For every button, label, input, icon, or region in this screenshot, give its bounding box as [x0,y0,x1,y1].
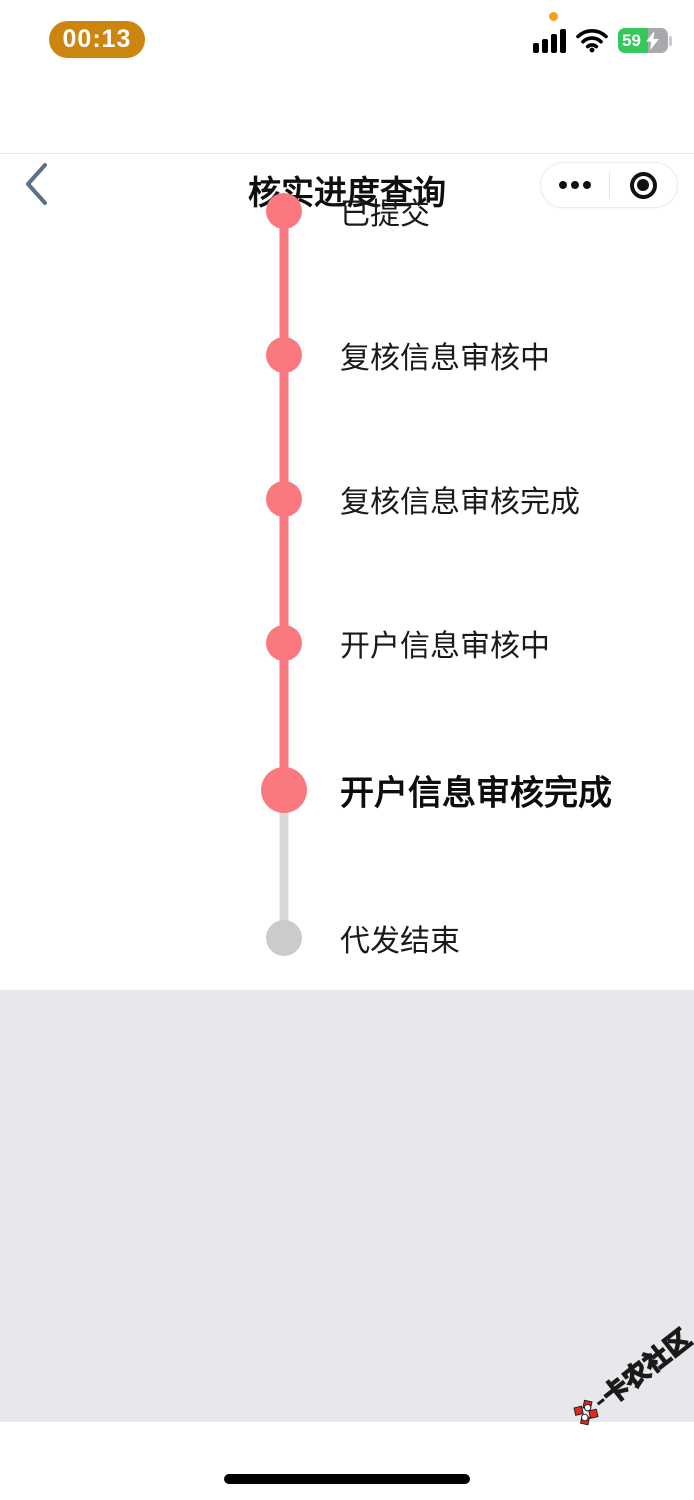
chevron-left-icon [26,163,47,205]
more-dots-icon [558,181,567,189]
recording-indicator-dot [549,12,558,21]
status-bar: 00:13 59 [0,0,694,66]
watermark-logo-icon [573,1399,599,1426]
step-dot [266,625,302,661]
target-icon [629,171,657,199]
step-label: 开户信息审核中 [340,630,550,663]
back-button[interactable] [14,158,58,210]
capsule-divider [608,172,610,198]
timeline: 已提交复核信息审核中复核信息审核完成开户信息审核中开户信息审核完成代发结束 [261,193,612,958]
step-dot [266,481,302,517]
nav-divider [0,153,694,154]
cellular-signal-icon [533,28,566,53]
step-label: 开户信息审核完成 [340,774,612,813]
nav-bar: 核实进度查询 [0,66,694,211]
battery-icon: 59 [618,28,674,53]
battery-fill [618,28,648,53]
more-options-button[interactable] [541,163,609,207]
watermark: 卡农社区 [566,1319,694,1434]
step-label: 复核信息审核完成 [340,486,580,519]
bottom-panel [0,990,694,1422]
step-dot [266,193,302,229]
watermark-dash [596,1397,605,1405]
wifi-icon [576,28,608,53]
charging-bolt-icon [646,31,660,53]
step-dot [266,337,302,373]
miniprogram-capsule [540,162,678,208]
battery-percent: 59 [622,30,641,50]
step-label: 已提交 [340,198,430,231]
home-indicator[interactable] [224,1474,470,1484]
call-timer-pill[interactable]: 00:13 [49,21,145,58]
close-miniprogram-button[interactable] [610,163,678,207]
step-dot [261,767,307,813]
timeline-line-pending [279,790,289,938]
step-label: 代发结束 [340,925,460,958]
step-label: 复核信息审核中 [340,342,550,375]
status-icons: 59 [533,28,674,53]
battery-cap [669,35,672,46]
step-dot [266,920,302,956]
